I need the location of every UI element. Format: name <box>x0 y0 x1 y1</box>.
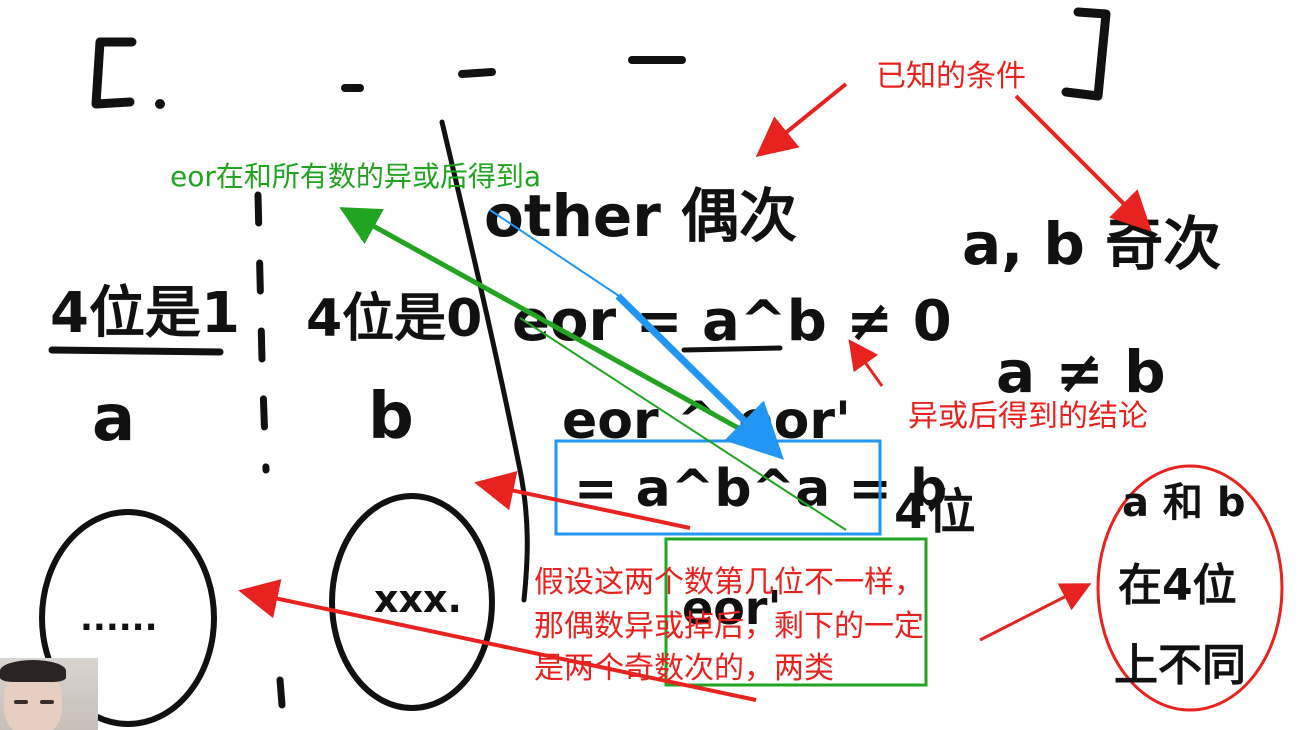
annotation-eor-result: eor在和所有数的异或后得到a <box>170 160 541 193</box>
bracket-dot <box>155 99 165 109</box>
group-xxx: xxx. <box>374 577 462 621</box>
bit1-underline <box>48 346 224 356</box>
ab-differ-circle <box>1096 464 1284 712</box>
divider-dashed-left <box>254 191 270 474</box>
annotation-assumption-1: 假设这两个数第几位不一样， <box>534 565 924 600</box>
ab-differ-line1: a 和 b <box>1122 480 1245 526</box>
arrow-blue-thick <box>615 293 784 460</box>
annotation-assumption-2: 那偶数异或掉后，剩下的一定 <box>534 609 924 644</box>
ab-differ-line3: 上不同 <box>1114 640 1246 691</box>
arrow-assumption-to-left <box>238 579 757 702</box>
eor-equation-handwriting: eor = a^b ≠ 0 <box>512 289 952 354</box>
var-b-handwriting: b <box>368 380 414 454</box>
arrow-assumption-to-circle <box>979 583 1092 642</box>
divider-main <box>439 119 530 603</box>
eor-prime-handwriting: eor' <box>682 581 782 635</box>
var-a-handwriting: a <box>92 382 135 456</box>
left-bracket <box>91 37 137 109</box>
webcam-hair <box>0 660 66 682</box>
eq-b-handwriting: = a^b^a = b <box>574 459 947 519</box>
eor-equation-underline <box>681 345 783 353</box>
arrow-blue-thin <box>489 209 623 299</box>
bit0-handwriting: 4位是0 <box>306 289 482 349</box>
a-ne-b-handwriting: a ≠ b <box>996 338 1166 406</box>
webcam-eye-right <box>40 700 54 704</box>
fourth-bit-handwriting: 4位 <box>894 484 975 540</box>
arrow-green-thick <box>339 207 780 453</box>
webcam-eye-left <box>14 700 28 704</box>
ab-odd-handwriting: a, b 奇次 <box>962 210 1221 278</box>
group-circle-left <box>39 509 217 727</box>
dash-2 <box>458 68 496 78</box>
annotation-known-conditions: 已知的条件 <box>876 59 1026 94</box>
other-even-handwriting: other 偶次 <box>484 182 797 250</box>
right-bracket <box>1061 7 1111 101</box>
arrow-conclusion <box>848 339 884 387</box>
group-circle-right <box>329 493 495 711</box>
annotation-assumption-3: 是两个奇数次的，两类 <box>534 651 834 686</box>
divider-dashed-left-bottom <box>276 676 286 709</box>
arrow-green-thin <box>519 317 847 531</box>
arrow-known-to-ab <box>1014 94 1152 232</box>
group-dots: ...... <box>80 599 158 639</box>
bit1-handwriting: 4位是1 <box>50 281 240 346</box>
green-highlight-box <box>664 537 928 687</box>
arrow-known-to-other <box>755 82 848 158</box>
blue-highlight-box <box>554 439 882 536</box>
ab-differ-line2: 在4位 <box>1118 560 1237 611</box>
annotation-xor-conclusion: 异或后得到的结论 <box>908 399 1148 434</box>
webcam-thumbnail <box>0 658 98 730</box>
arrow-assumption-to-b <box>474 471 691 530</box>
